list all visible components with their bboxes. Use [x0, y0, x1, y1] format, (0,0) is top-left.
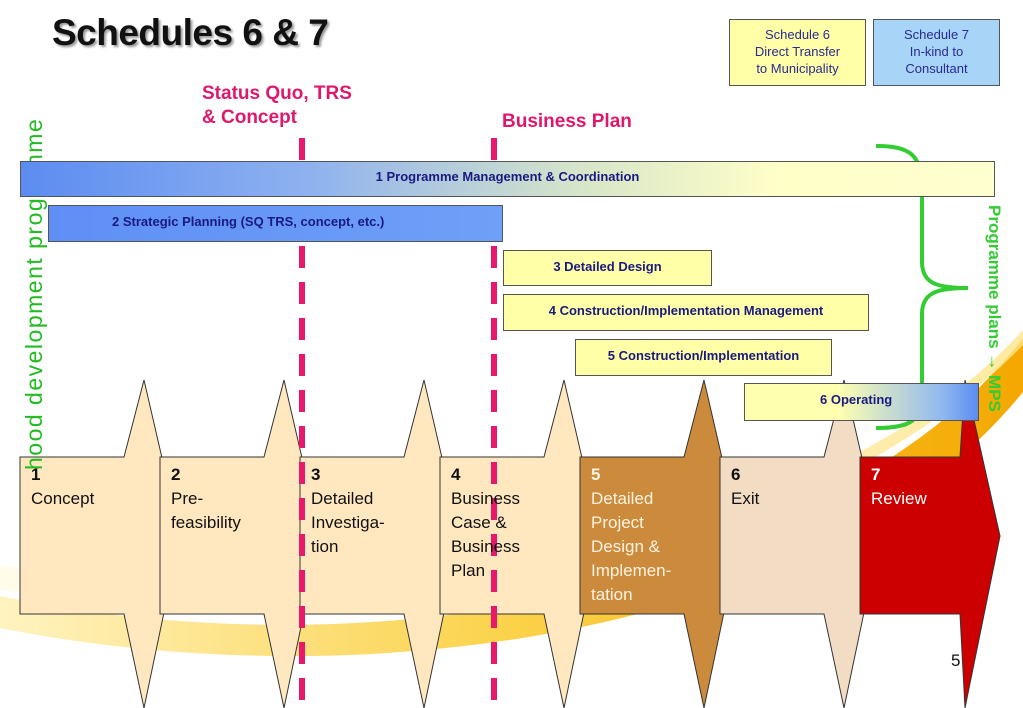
legend-line: Schedule 7 [903, 27, 970, 42]
legend-line: to Municipality [756, 61, 839, 76]
stage-arrow-7 [859, 379, 1001, 708]
stage-text: Review [871, 489, 927, 508]
legend-line: In-kind to [909, 44, 964, 59]
stage-arrow-2 [159, 379, 321, 708]
bar-detailed-design: 3 Detailed Design [503, 250, 712, 286]
bar-label: 2 Strategic Planning (SQ TRS, concept, e… [112, 214, 385, 229]
bar-programme-management: 1 Programme Management & Coordination [20, 161, 995, 197]
bar-label: 5 Construction/Implementation [607, 348, 800, 363]
legend-schedule-7: Schedule 7 In-kind to Consultant [873, 19, 1000, 86]
bar-strategic-planning: 2 Strategic Planning (SQ TRS, concept, e… [48, 205, 503, 242]
legend-line: Direct Transfer [754, 44, 841, 59]
stage-number: 5 [591, 465, 601, 484]
bar-label: 4 Construction/Implementation Management [548, 303, 824, 318]
legend-line: Consultant [905, 61, 968, 76]
bar-label: 6 Operating [820, 392, 893, 407]
stage-number: 1 [31, 465, 41, 484]
stage-text: Business Case & Business Plan [451, 489, 520, 580]
bar-construction-implementation: 5 Construction/Implementation [575, 339, 832, 376]
stage-number: 4 [451, 465, 461, 484]
stage-text: Detailed Investiga- tion [311, 489, 385, 556]
stage-text: Detailed Project Design & Implemen- tati… [591, 489, 672, 604]
stage-text: Exit [731, 489, 760, 508]
stage-number: 6 [731, 465, 741, 484]
milestone-label-concept: Status Quo, TRS & Concept [202, 83, 352, 128]
bar-construction-management: 4 Construction/Implementation Management [503, 294, 869, 331]
side-label-right: Programme plans → MPS [985, 205, 1004, 412]
bar-label: 3 Detailed Design [553, 259, 662, 274]
bar-operating: 6 Operating [744, 383, 979, 421]
stage-arrow-1 [19, 379, 181, 708]
stage-number: 3 [311, 465, 321, 484]
stage-arrow-4 [439, 379, 601, 708]
stage-arrow-3 [299, 379, 461, 708]
page-number: 5 [951, 651, 961, 670]
stage-number: 2 [171, 465, 181, 484]
stage-arrows [19, 379, 1001, 708]
bar-label: 1 Programme Management & Coordination [375, 169, 640, 184]
stage-arrow-5 [579, 379, 741, 708]
page-title: Schedules 6 & 7 [52, 12, 329, 53]
milestone-label-business-plan: Business Plan [502, 111, 632, 132]
stage-number: 7 [871, 465, 881, 484]
stage-arrow-6 [719, 379, 881, 708]
stage-text: Concept [31, 489, 95, 508]
legend-line: Schedule 6 [764, 27, 831, 42]
legend-schedule-6: Schedule 6 Direct Transfer to Municipali… [729, 19, 866, 86]
stage-text: Pre- feasibility [171, 489, 241, 532]
swoosh-decoration [0, 338, 1023, 657]
